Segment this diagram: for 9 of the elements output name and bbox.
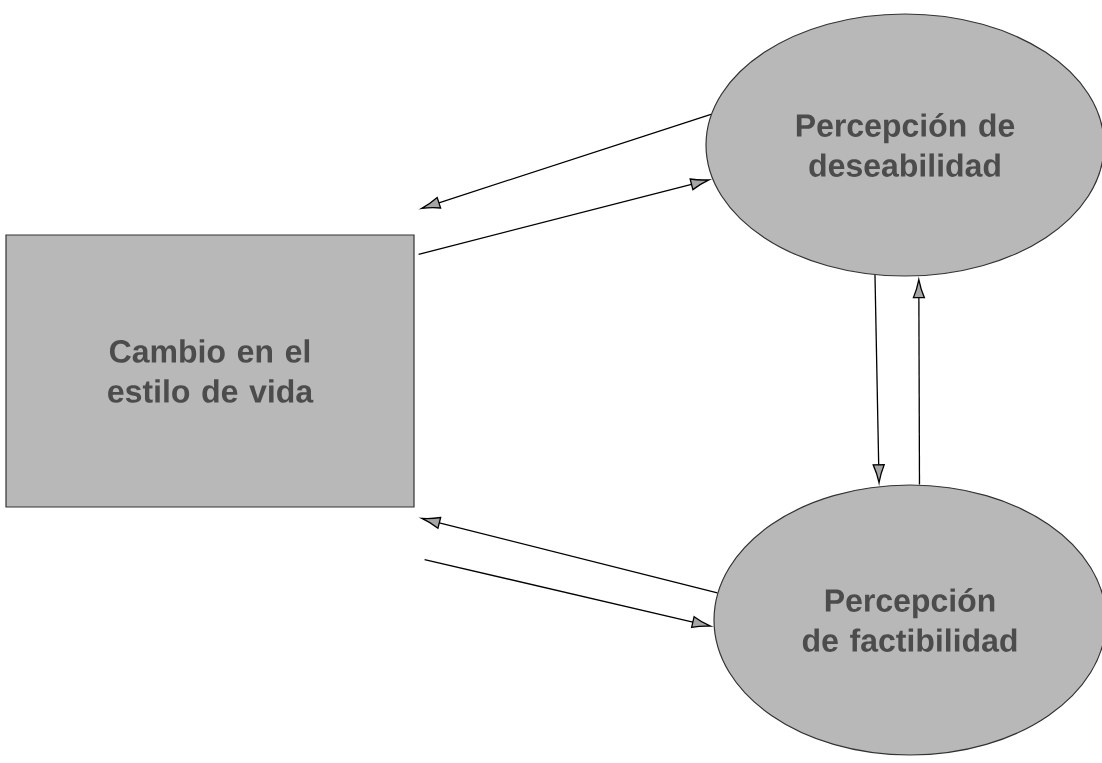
arrow bbox=[423, 558, 712, 628]
arrow bbox=[912, 279, 925, 486]
process-box: Cambio en el estilo de vida bbox=[5, 234, 415, 508]
ellipse-node: Percepción de deseabilidad bbox=[705, 13, 1102, 277]
arrow bbox=[872, 274, 885, 484]
arrow bbox=[417, 178, 710, 256]
ellipse-node: Percepción de factibilidad bbox=[713, 484, 1102, 756]
arrow bbox=[421, 516, 719, 594]
arrow bbox=[421, 113, 712, 209]
